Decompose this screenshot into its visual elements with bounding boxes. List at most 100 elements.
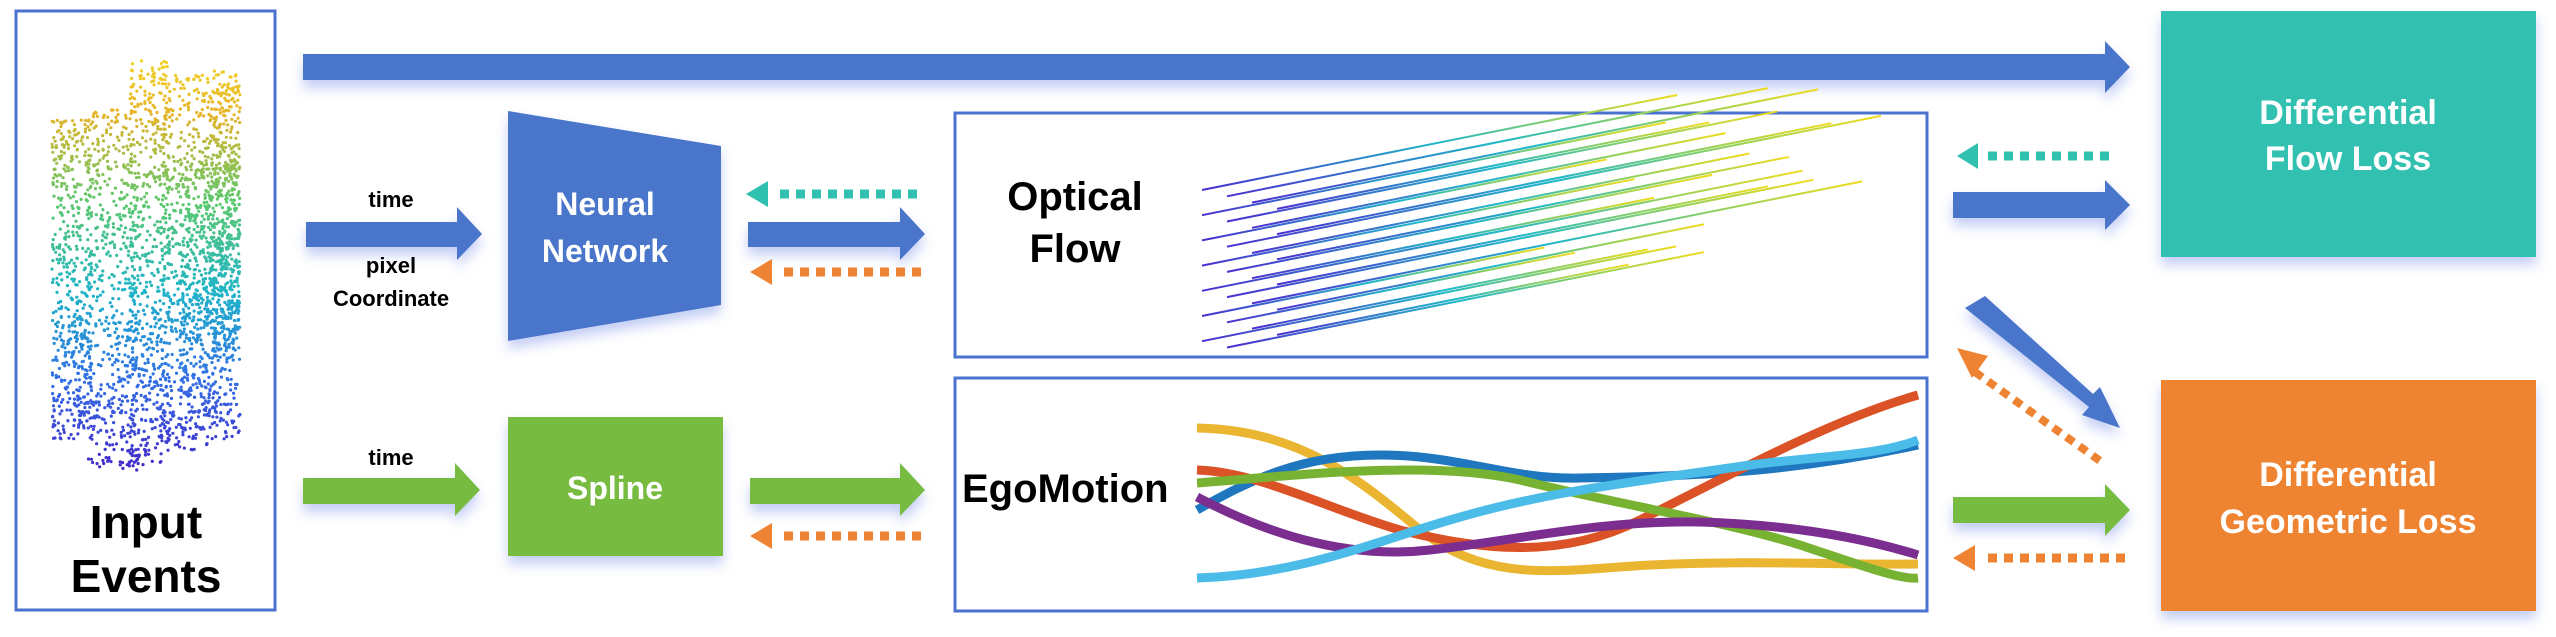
event-point <box>147 448 151 452</box>
event-point <box>200 73 204 77</box>
event-point <box>235 104 239 108</box>
event-point <box>142 429 146 433</box>
event-point <box>156 124 160 129</box>
event-point <box>159 340 163 344</box>
event-point <box>196 376 200 381</box>
event-point <box>115 309 119 313</box>
event-point <box>89 261 93 265</box>
event-point <box>87 331 91 335</box>
event-point <box>236 89 241 94</box>
event-point <box>138 268 142 272</box>
event-point <box>144 200 148 204</box>
event-point <box>149 155 153 159</box>
event-point <box>200 161 204 165</box>
event-point <box>78 323 82 327</box>
event-point <box>123 226 128 230</box>
event-point <box>104 242 108 246</box>
event-point <box>54 250 58 254</box>
event-point <box>60 278 64 282</box>
event-point <box>207 410 211 414</box>
event-point <box>72 364 77 368</box>
event-point <box>107 276 111 280</box>
event-point <box>99 428 103 432</box>
event-point <box>121 428 126 432</box>
event-point <box>95 394 99 398</box>
event-point <box>202 217 206 221</box>
event-point <box>166 261 170 266</box>
event-point <box>130 319 134 324</box>
event-point <box>57 366 62 371</box>
event-point <box>184 214 188 218</box>
event-point <box>154 195 158 199</box>
event-point <box>54 157 58 161</box>
event-point <box>217 161 221 165</box>
event-point <box>151 372 155 376</box>
event-point <box>142 343 146 347</box>
event-point <box>92 372 96 376</box>
event-point <box>176 302 180 306</box>
event-point <box>189 361 193 365</box>
event-point <box>71 353 75 357</box>
event-point <box>226 423 230 427</box>
event-point <box>201 347 205 351</box>
event-point <box>202 287 206 291</box>
event-point <box>111 372 115 377</box>
event-point <box>112 421 116 425</box>
event-point <box>68 135 72 139</box>
event-point <box>178 329 182 333</box>
event-point <box>52 120 56 124</box>
event-point <box>142 288 147 292</box>
event-point <box>101 139 106 143</box>
event-point <box>97 400 101 404</box>
event-point <box>181 83 185 87</box>
flow-loss-label-2: Flow Loss <box>2265 140 2431 178</box>
event-point <box>186 144 191 148</box>
event-point <box>70 154 74 158</box>
event-point <box>122 231 127 235</box>
event-point <box>84 410 88 414</box>
event-point <box>168 115 172 119</box>
event-point <box>135 391 139 396</box>
event-point <box>72 401 76 405</box>
event-point <box>60 181 64 185</box>
event-point <box>164 325 168 329</box>
event-point <box>211 167 215 171</box>
event-point <box>222 437 226 441</box>
event-point <box>87 216 91 221</box>
event-point <box>188 316 192 320</box>
event-point <box>210 157 214 161</box>
event-point <box>232 338 236 343</box>
event-point <box>123 195 127 199</box>
event-point <box>196 168 200 172</box>
event-point <box>164 196 168 200</box>
event-point <box>194 382 198 386</box>
event-point <box>165 186 169 190</box>
event-point <box>132 281 136 285</box>
event-point <box>143 312 147 316</box>
event-point <box>152 402 156 406</box>
event-point <box>157 81 161 85</box>
event-point <box>162 72 166 76</box>
event-point <box>184 352 189 356</box>
event-point <box>65 284 69 288</box>
event-point <box>193 410 197 414</box>
event-point <box>58 432 62 436</box>
event-point <box>200 343 204 347</box>
event-point <box>200 214 204 218</box>
event-point <box>229 382 233 387</box>
event-point <box>179 353 183 357</box>
event-point <box>89 185 93 189</box>
event-point <box>189 409 193 413</box>
event-point <box>115 165 119 169</box>
event-point <box>201 170 205 174</box>
event-point <box>106 122 111 126</box>
event-point <box>156 270 160 274</box>
event-point <box>214 73 218 77</box>
event-point <box>112 243 117 247</box>
event-point <box>128 336 132 340</box>
event-point <box>207 100 211 104</box>
event-point <box>141 218 145 222</box>
event-point <box>66 293 70 297</box>
event-point <box>186 373 190 377</box>
event-point <box>184 255 188 259</box>
